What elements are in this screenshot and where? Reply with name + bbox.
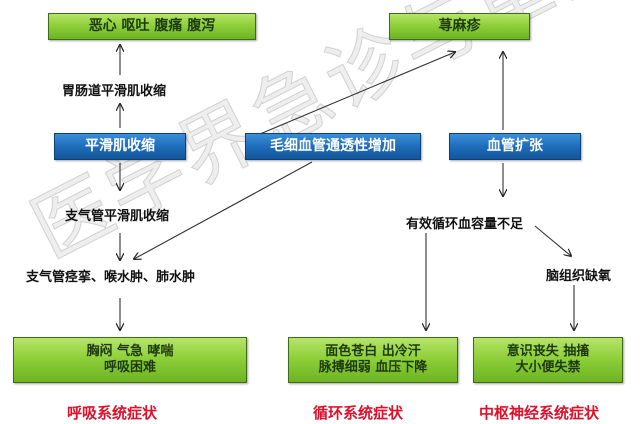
neuro-line-1: 意识丧失 抽搐 <box>506 343 590 359</box>
urticaria-box: 荨麻疹 <box>389 13 530 40</box>
circulatory-symptoms-box: 面色苍白 出冷汗 脉搏细弱 血压下降 <box>288 337 458 383</box>
respiratory-symptoms-box: 胸闷 气急 哮喘 呼吸困难 <box>13 337 247 383</box>
gi-symptoms-text: 恶心 呕吐 腹痛 腹泻 <box>88 17 216 34</box>
neuro-symptoms-box: 意识丧失 抽搐 大小便失禁 <box>473 337 623 383</box>
arrow-capillary-to-edema <box>134 161 313 259</box>
circulatory-line-2: 脉搏细弱 血压下降 <box>318 360 428 375</box>
gi-smooth-muscle-label: 胃肠道平滑肌收缩 <box>62 84 167 99</box>
bronchial-smooth-muscle-label: 支气管平滑肌收缩 <box>65 209 170 224</box>
airway-edema-label: 支气管痉挛、喉水肿、肺水肿 <box>26 270 196 285</box>
arrow-capillary-to-urticaria <box>259 52 455 135</box>
gi-symptoms-box: 恶心 呕吐 腹痛 腹泻 <box>48 13 256 40</box>
vasodilation-text: 血管扩张 <box>487 137 543 154</box>
capillary-permeability-box: 毛细血管通透性增加 <box>245 133 421 160</box>
arrow-volume-to-brain <box>534 225 571 256</box>
neuro-line-2: 大小便失禁 <box>515 360 581 375</box>
brain-hypoxia-label: 脑组织缺氧 <box>546 269 612 284</box>
low-volume-label: 有效循环血容量不足 <box>406 217 524 232</box>
smooth-muscle-text: 平滑肌收缩 <box>85 137 155 154</box>
circulatory-line-1: 面色苍白 出冷汗 <box>325 343 421 359</box>
vasodilation-box: 血管扩张 <box>449 133 581 160</box>
smooth-muscle-box: 平滑肌收缩 <box>54 133 186 160</box>
urticaria-text: 荨麻疹 <box>438 17 481 34</box>
respiratory-category-label: 呼吸系统症状 <box>67 404 158 422</box>
capillary-permeability-text: 毛细血管通透性增加 <box>270 137 396 154</box>
respiratory-line-1: 胸闷 气急 哮喘 <box>86 343 174 359</box>
circulatory-category-label: 循环系统症状 <box>313 404 404 422</box>
neuro-category-label: 中枢神经系统症状 <box>479 404 600 422</box>
respiratory-line-2: 呼吸困难 <box>103 360 156 375</box>
